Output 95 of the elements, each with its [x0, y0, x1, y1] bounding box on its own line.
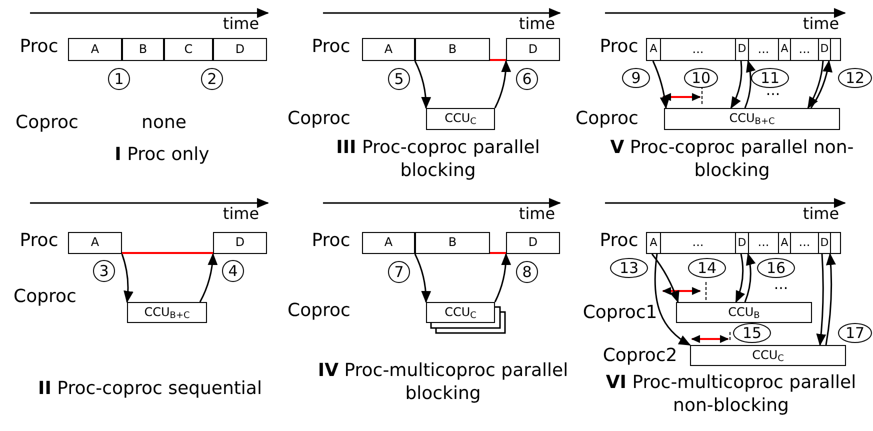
- idle-line: [490, 59, 506, 61]
- row-label: Coproc: [286, 300, 352, 322]
- axis-label: time: [518, 14, 556, 34]
- row-label: Proc: [310, 230, 352, 252]
- idle-line: [490, 252, 506, 254]
- task-segment-box: C: [164, 38, 213, 61]
- task-segment-box: ...: [790, 232, 819, 254]
- task-segment-box: D: [506, 232, 560, 254]
- step-number: 5: [388, 68, 410, 90]
- task-segment-box: A: [778, 38, 791, 61]
- row-label: Proc: [598, 230, 640, 252]
- axis-label: time: [222, 14, 260, 34]
- task-segment-box: ...: [748, 232, 779, 254]
- row-label: Proc: [310, 36, 352, 58]
- axis-label: time: [802, 204, 840, 224]
- arrow: [494, 253, 511, 302]
- row-label: Coproc: [286, 108, 352, 130]
- arrow: [825, 253, 836, 346]
- step-number: 15: [733, 323, 771, 343]
- panel-caption: VI Proc-multicoproc parallel non-blocking: [604, 372, 858, 418]
- arrow: [651, 254, 680, 303]
- step-number: 8: [516, 261, 538, 283]
- row-label: Coproc: [12, 286, 78, 308]
- arrow: [735, 254, 745, 303]
- task-segment-box: D: [818, 38, 831, 61]
- task-segment-box: A: [646, 38, 661, 61]
- task-segment-box: D: [506, 38, 560, 61]
- step-number: 1: [108, 68, 130, 90]
- task-segment-box: A: [68, 232, 122, 254]
- arrow: [807, 60, 824, 109]
- step-number: 9: [622, 68, 650, 88]
- task-segment-box: A: [646, 232, 661, 254]
- step-number: 6: [516, 68, 538, 90]
- idle-line: [122, 252, 213, 254]
- ellipsis-text: ...: [772, 276, 790, 292]
- axis-label: time: [518, 204, 556, 224]
- step-number: 17: [838, 323, 872, 343]
- note-text: none: [140, 112, 188, 134]
- task-segment-box: ...: [748, 38, 779, 61]
- step-number: 4: [222, 260, 244, 282]
- panel-caption: III Proc-coproc parallel blocking: [335, 137, 541, 182]
- row-label: Proc: [598, 36, 640, 58]
- arrow: [730, 60, 742, 109]
- task-segment-box: D: [735, 38, 749, 61]
- arrow: [816, 254, 826, 346]
- step-number: 3: [93, 260, 115, 282]
- task-segment-box: B: [415, 38, 490, 61]
- coprocessor-task-box: CCU$_{C}$: [426, 108, 495, 130]
- coprocessor-task-box: B: [415, 232, 490, 254]
- step-number: 13: [610, 258, 648, 278]
- task-segment-box: A: [68, 38, 122, 61]
- coprocessor-task-box: CCU$_{B+C}$: [127, 302, 207, 323]
- task-segment-box: D: [213, 38, 267, 61]
- step-number: 12: [838, 68, 872, 88]
- step-number: 16: [757, 258, 795, 278]
- row-label: Coproc2: [602, 345, 678, 367]
- step-number: 11: [751, 68, 789, 88]
- task-segment-box: A: [362, 232, 415, 254]
- task-segment-box: ...: [790, 38, 819, 61]
- task-segment-box: B: [122, 38, 164, 61]
- coprocessor-task-box: CCU$_{C}$: [690, 345, 846, 366]
- task-segment-box: ...: [660, 38, 736, 61]
- task-segment-box: A: [362, 38, 415, 61]
- step-number: 2: [201, 68, 223, 90]
- coprocessor-task-box: ...: [660, 232, 736, 254]
- arrow: [654, 254, 691, 346]
- task-segment-box: D: [213, 232, 267, 254]
- panel-caption: II Proc-coproc sequential: [37, 378, 263, 401]
- arrow: [744, 253, 756, 302]
- row-label: Coproc: [574, 108, 640, 130]
- panel-caption: IV Proc-multicoproc parallel blocking: [316, 360, 570, 406]
- step-number: 14: [688, 258, 726, 278]
- arrow: [744, 60, 756, 108]
- panel-caption: I Proc only: [114, 144, 210, 167]
- coprocessor-task-box: CCU$_{C}$: [426, 302, 495, 323]
- row-label: Proc: [18, 230, 60, 252]
- task-segment-box: D: [735, 232, 749, 254]
- arrow: [199, 253, 218, 302]
- task-segment-box: A: [778, 232, 791, 254]
- task-segment-box: [830, 232, 841, 254]
- task-segment-box: [830, 38, 841, 61]
- arrow: [121, 254, 134, 303]
- coprocessor-task-box: CCU$_{B}$: [676, 302, 812, 323]
- axis-label: time: [802, 14, 840, 34]
- panel-caption: V Proc-coproc parallel non-blocking: [609, 137, 855, 182]
- arrow: [494, 60, 511, 108]
- arrow: [810, 60, 832, 108]
- row-label: Coproc: [14, 112, 80, 134]
- task-segment-box: D: [818, 232, 831, 254]
- row-label: Coproc1: [582, 302, 658, 324]
- row-label: Proc: [18, 36, 60, 58]
- coprocessor-task-box: CCU$_{B+C}$: [664, 108, 840, 130]
- step-number: 7: [388, 261, 410, 283]
- axis-label: time: [222, 204, 260, 224]
- step-number: 10: [684, 68, 718, 88]
